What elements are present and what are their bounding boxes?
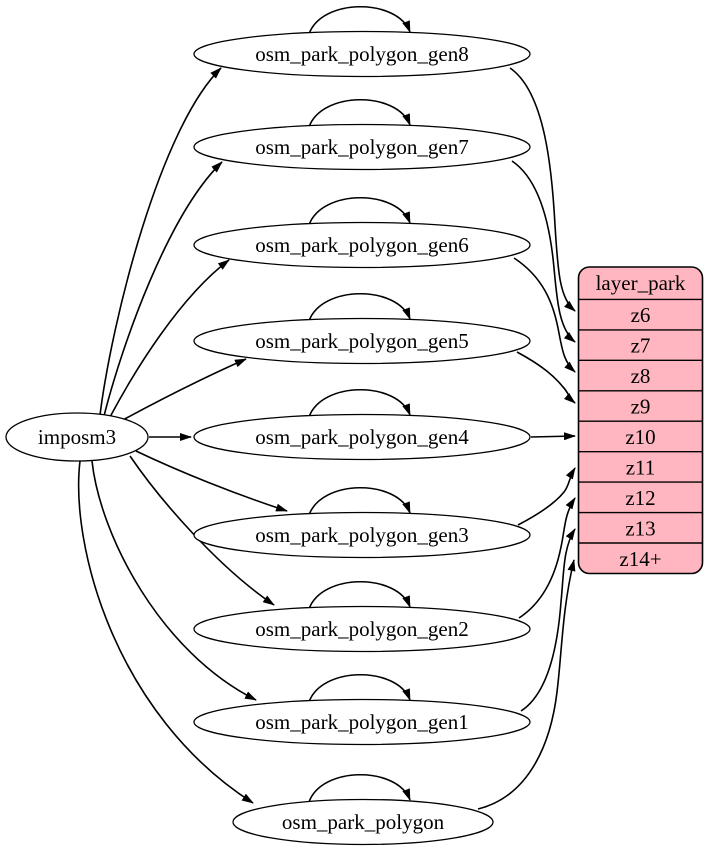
self-loop-osm-park-polygon-gen6 <box>308 197 411 226</box>
self-loop-osm-park-polygon-gen8 <box>308 6 411 35</box>
osm-park-polygon-gen7-label: osm_park_polygon_gen7 <box>255 135 468 159</box>
osm-park-polygon-gen8-label: osm_park_polygon_gen8 <box>255 42 468 66</box>
osm-park-polygon-gen3-ellipse <box>193 511 531 559</box>
node-osm-park-polygon: osm_park_polygon <box>232 798 494 846</box>
layer-row-z14plus: z14+ <box>619 547 661 571</box>
edge-osm-park-polygon-gen6-to-z8 <box>513 257 576 373</box>
osm-park-polygon-gen3-label: osm_park_polygon_gen3 <box>255 523 468 547</box>
imposm3-ellipse <box>5 412 149 462</box>
edge-osm-park-polygon-gen7-to-z7 <box>511 160 576 343</box>
osm-park-polygon-gen4-label: osm_park_polygon_gen4 <box>255 425 469 449</box>
node-imposm3: imposm3 <box>5 412 149 462</box>
edge-osm-park-polygon-gen5-to-z9 <box>516 351 576 404</box>
edge-osm-park-polygon-gen2-to-z12 <box>518 497 576 619</box>
osm-park-polygon-gen4-ellipse <box>193 413 531 461</box>
layer-row-z13: z13 <box>625 517 655 541</box>
osm-park-polygon-gen2-label: osm_park_polygon_gen2 <box>255 617 468 641</box>
node-osm-park-polygon-gen8: osm_park_polygon_gen8 <box>193 30 531 78</box>
edge-osm-park-polygon-to-z14plus <box>477 559 576 810</box>
layer-row-z11: z11 <box>626 456 656 480</box>
node-osm-park-polygon-gen4: osm_park_polygon_gen4 <box>193 413 531 461</box>
edge-imposm3-to-osm-park-polygon-gen1 <box>91 460 257 701</box>
self-loop-osm-park-polygon <box>308 774 411 803</box>
edge-osm-park-polygon-gen8-to-z6 <box>509 67 576 312</box>
osm-park-polygon-gen8-ellipse <box>193 30 531 78</box>
self-loop-osm-park-polygon-gen1 <box>308 674 411 703</box>
node-osm-park-polygon-gen6: osm_park_polygon_gen6 <box>193 221 531 269</box>
osm-park-polygon-gen7-ellipse <box>193 123 531 171</box>
layer-row-z10: z10 <box>625 425 655 449</box>
osm-park-polygon-gen1-label: osm_park_polygon_gen1 <box>255 710 468 734</box>
node-osm-park-polygon-gen3: osm_park_polygon_gen3 <box>193 511 531 559</box>
edge-osm-park-polygon-gen1-to-z13 <box>520 528 576 712</box>
self-loop-osm-park-polygon-gen7 <box>308 99 411 128</box>
node-osm-park-polygon-gen2: osm_park_polygon_gen2 <box>193 605 531 653</box>
osm-park-polygon-label: osm_park_polygon <box>282 810 445 834</box>
self-loop-osm-park-polygon-gen4 <box>308 389 411 418</box>
osm-park-polygon-gen5-label: osm_park_polygon_gen5 <box>255 329 468 353</box>
layer-park-title: layer_park <box>596 271 686 295</box>
osm-park-polygon-gen6-label: osm_park_polygon_gen6 <box>255 233 468 257</box>
edge-imposm3-to-osm-park-polygon-gen5 <box>120 358 247 422</box>
osm-park-polygon-gen2-ellipse <box>193 605 531 653</box>
osm-park-polygon-gen1-ellipse <box>193 698 531 746</box>
edge-imposm3-to-osm-park-polygon-gen8 <box>99 67 222 416</box>
edges-from-imposm3 <box>77 67 288 804</box>
node-layer-park: layer_park z6 z7 z8 z9 z10 z11 z12 z13 z… <box>577 266 704 575</box>
osm-park-polygon-gen6-ellipse <box>193 221 531 269</box>
node-osm-park-polygon-gen1: osm_park_polygon_gen1 <box>193 698 531 746</box>
node-osm-park-polygon-gen5: osm_park_polygon_gen5 <box>193 317 531 365</box>
self-loop-osm-park-polygon-gen3 <box>308 487 411 516</box>
edge-imposm3-to-osm-park-polygon-gen7 <box>103 161 223 417</box>
layer-park-box <box>577 266 704 575</box>
self-loop-osm-park-polygon-gen2 <box>308 581 411 610</box>
edge-imposm3-to-osm-park-polygon <box>77 460 254 804</box>
layer-row-z9: z9 <box>631 395 651 419</box>
edge-osm-park-polygon-gen4-to-z10 <box>530 432 576 441</box>
edge-imposm3-to-osm-park-polygon-gen2 <box>129 455 275 606</box>
self-loop-osm-park-polygon-gen5 <box>308 293 411 322</box>
self-loop-edges <box>308 6 411 803</box>
imposm3-label: imposm3 <box>38 425 116 449</box>
edges-to-layer-park <box>477 67 576 810</box>
layer-row-z12: z12 <box>625 486 655 510</box>
edge-imposm3-to-osm-park-polygon-gen3 <box>135 450 288 512</box>
layer-row-z6: z6 <box>631 303 651 327</box>
node-osm-park-polygon-gen7: osm_park_polygon_gen7 <box>193 123 531 171</box>
layer-row-z8: z8 <box>631 364 651 388</box>
edge-osm-park-polygon-gen3-to-z11 <box>517 467 576 526</box>
osm-park-polygon-ellipse <box>232 798 494 846</box>
osm-park-polygon-gen5-ellipse <box>193 317 531 365</box>
edge-imposm3-to-osm-park-polygon-gen6 <box>109 259 230 418</box>
layer-row-z7: z7 <box>631 334 651 358</box>
